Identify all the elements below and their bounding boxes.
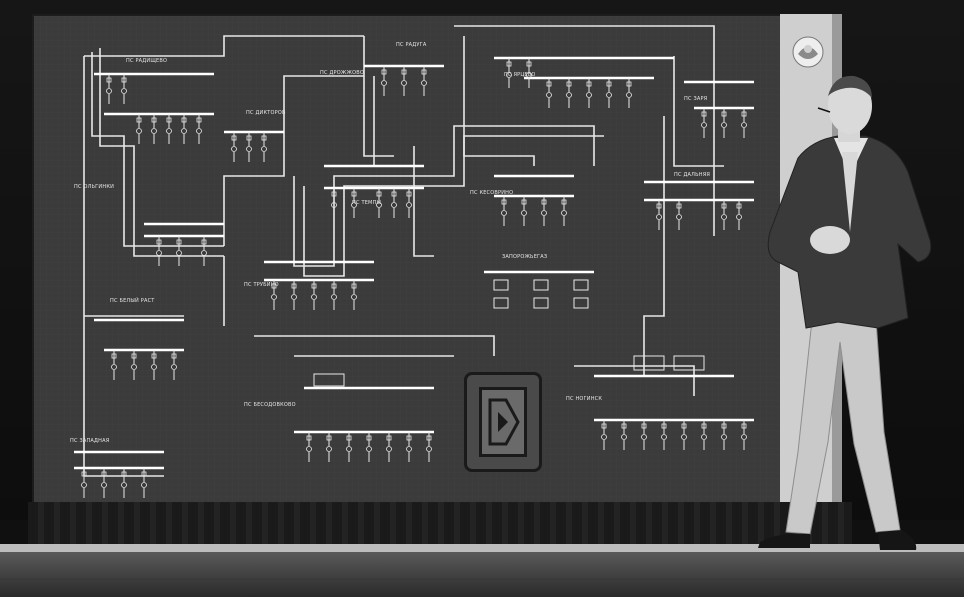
substation-label: ПС НОГИНСК [566,396,603,402]
stage-seam [0,578,964,580]
substation-label: ПС РАДУГА [396,42,427,48]
trousers [785,319,901,535]
head [828,78,872,134]
presenter [758,75,932,550]
company-logo-inner [479,387,527,457]
shirt-front [842,152,858,232]
headset-mic [817,107,831,113]
stage-skirt [28,502,852,546]
led-screen: ПС РАДИЩЕВО ПС ДРОЖЖОВО ПС РАДУГА ПС ЯРЦ… [32,14,784,506]
substation-label: ПС ОЛЬГИНКИ [74,184,115,190]
substation-label: ПС ЗАРЯ [684,96,708,102]
stage-edge [0,544,964,552]
suit-jacket [767,135,932,329]
left-shoe [758,533,810,548]
substation-label: ПС ДРОЖЖОВО [320,70,364,76]
substation-label: ПС ДАЛЬНЯЯ [674,172,711,178]
substation-label: ПС ТРУБИНО [244,282,279,288]
company-logo-box [464,372,542,472]
substation-label: ПС ДИКТОРОВ [246,110,286,116]
emblem-icon [792,36,824,68]
clasped-hands [810,226,850,254]
substation-label: ПС ТЕМПЫ [352,200,382,206]
substation-label: ПС БЕСОДОВКОВО [244,402,296,408]
single-line-diagram [34,16,782,504]
arrow-logo-icon [488,398,520,446]
substation-label: ЗАПОРОЖЬЕГАЗ [502,254,548,260]
right-shoe [878,530,917,550]
equipment-boxes [313,279,705,387]
bus-bars [74,56,754,470]
substation-label: ПС КЕСОВРИНО [470,190,514,196]
hair [828,75,872,98]
substation-label: ПС БЕЛЫЙ РАСТ [110,298,155,304]
substation-label: ПС РАДИЩЕВО [126,58,168,64]
stage-front [0,552,964,597]
substation-label: ПС ЯРЦЕВО [504,72,536,78]
substation-label: ПС ЗАПАДНАЯ [70,438,110,444]
